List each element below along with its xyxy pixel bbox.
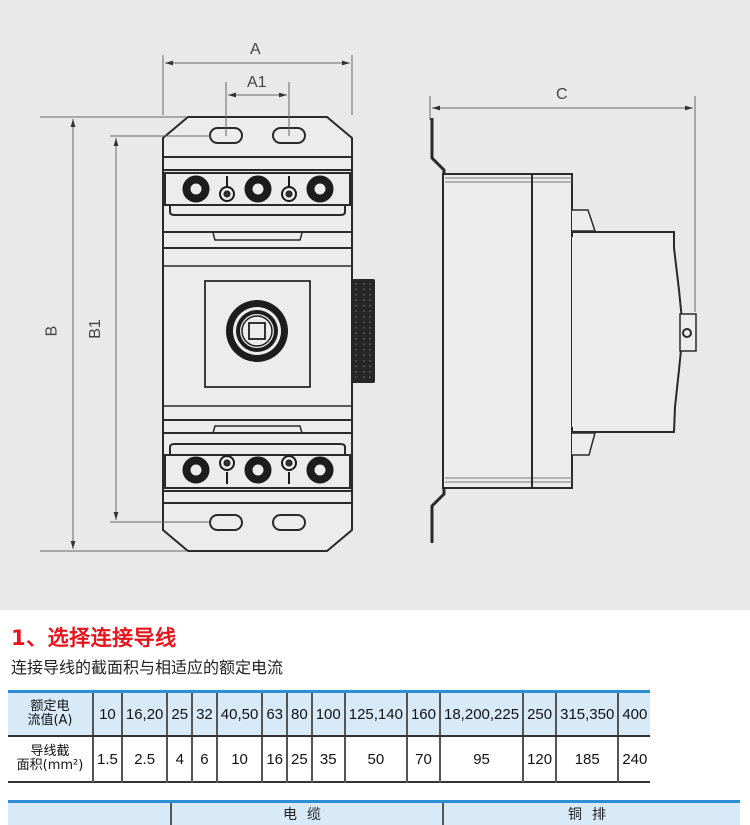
technical-drawing: A A1 B B1 C	[0, 0, 750, 610]
table-row-cross-section: 导线截 面积(mm²) 1.5 2.5 4 6 10 16 25 35 50 7…	[8, 736, 650, 782]
table-cell: 50	[345, 736, 407, 782]
terminals-top	[183, 176, 333, 202]
rotary-handle-icon	[226, 300, 288, 362]
conductor-type-table: 电缆 铜排	[8, 800, 740, 825]
table-header-cable: 电缆	[171, 802, 443, 825]
table-cell: 25	[167, 692, 192, 737]
dimension-label-a1: A1	[247, 74, 267, 92]
table-cell: 10	[93, 692, 122, 737]
dimension-label-a: A	[250, 41, 261, 59]
table-cell: 315,350	[556, 692, 618, 737]
table-cell: 240	[618, 736, 650, 782]
table-cell: 400	[618, 692, 650, 737]
table-cell: 35	[312, 736, 345, 782]
table-cell: 1.5	[93, 736, 122, 782]
table-cell: 32	[192, 692, 217, 737]
table-cell: 185	[556, 736, 618, 782]
wire-selection-table: 额定电 流值(A) 10 16,20 25 32 40,50 63 80 100…	[8, 690, 650, 783]
table-cell: 25	[287, 736, 312, 782]
section-title: 1、选择连接导线	[11, 622, 177, 652]
table-cell: 16,20	[122, 692, 168, 737]
dimension-label-b1: B1	[87, 319, 105, 339]
dimension-drawing-svg	[0, 0, 750, 610]
row-header-cross-section: 导线截 面积(mm²)	[8, 736, 93, 782]
table-cell: 10	[217, 736, 263, 782]
table-row-rated-current: 额定电 流值(A) 10 16,20 25 32 40,50 63 80 100…	[8, 692, 650, 737]
table-cell: 16	[262, 736, 287, 782]
table-cell: 70	[407, 736, 440, 782]
table-cell: 120	[523, 736, 556, 782]
table-cell: 2.5	[122, 736, 168, 782]
header-line-2: 流值(A)	[11, 714, 89, 728]
header-line-1: 额定电	[11, 700, 89, 714]
header-line-2: 面积(mm²)	[11, 759, 89, 773]
dimension-label-b: B	[43, 326, 61, 337]
table-cell: 250	[523, 692, 556, 737]
table-cell: 6	[192, 736, 217, 782]
dimension-label-c: C	[556, 86, 568, 104]
table-header-copper-bar: 铜排	[443, 802, 740, 825]
table-cell: 40,50	[217, 692, 263, 737]
table-cell: 80	[287, 692, 312, 737]
table-cell: 63	[262, 692, 287, 737]
table-header-empty	[8, 802, 171, 825]
table-cell: 100	[312, 692, 345, 737]
section-subtitle: 连接导线的截面积与相适应的额定电流	[11, 654, 283, 678]
table-cell: 95	[440, 736, 523, 782]
header-line-1: 导线截	[11, 745, 89, 759]
table-cell: 18,200,225	[440, 692, 523, 737]
table-header-row: 电缆 铜排	[8, 802, 740, 825]
table-cell: 4	[167, 736, 192, 782]
row-header-rated-current: 额定电 流值(A)	[8, 692, 93, 737]
table-cell: 125,140	[345, 692, 407, 737]
side-view	[432, 118, 696, 543]
table-cell: 160	[407, 692, 440, 737]
auxiliary-contact-block	[351, 279, 375, 383]
